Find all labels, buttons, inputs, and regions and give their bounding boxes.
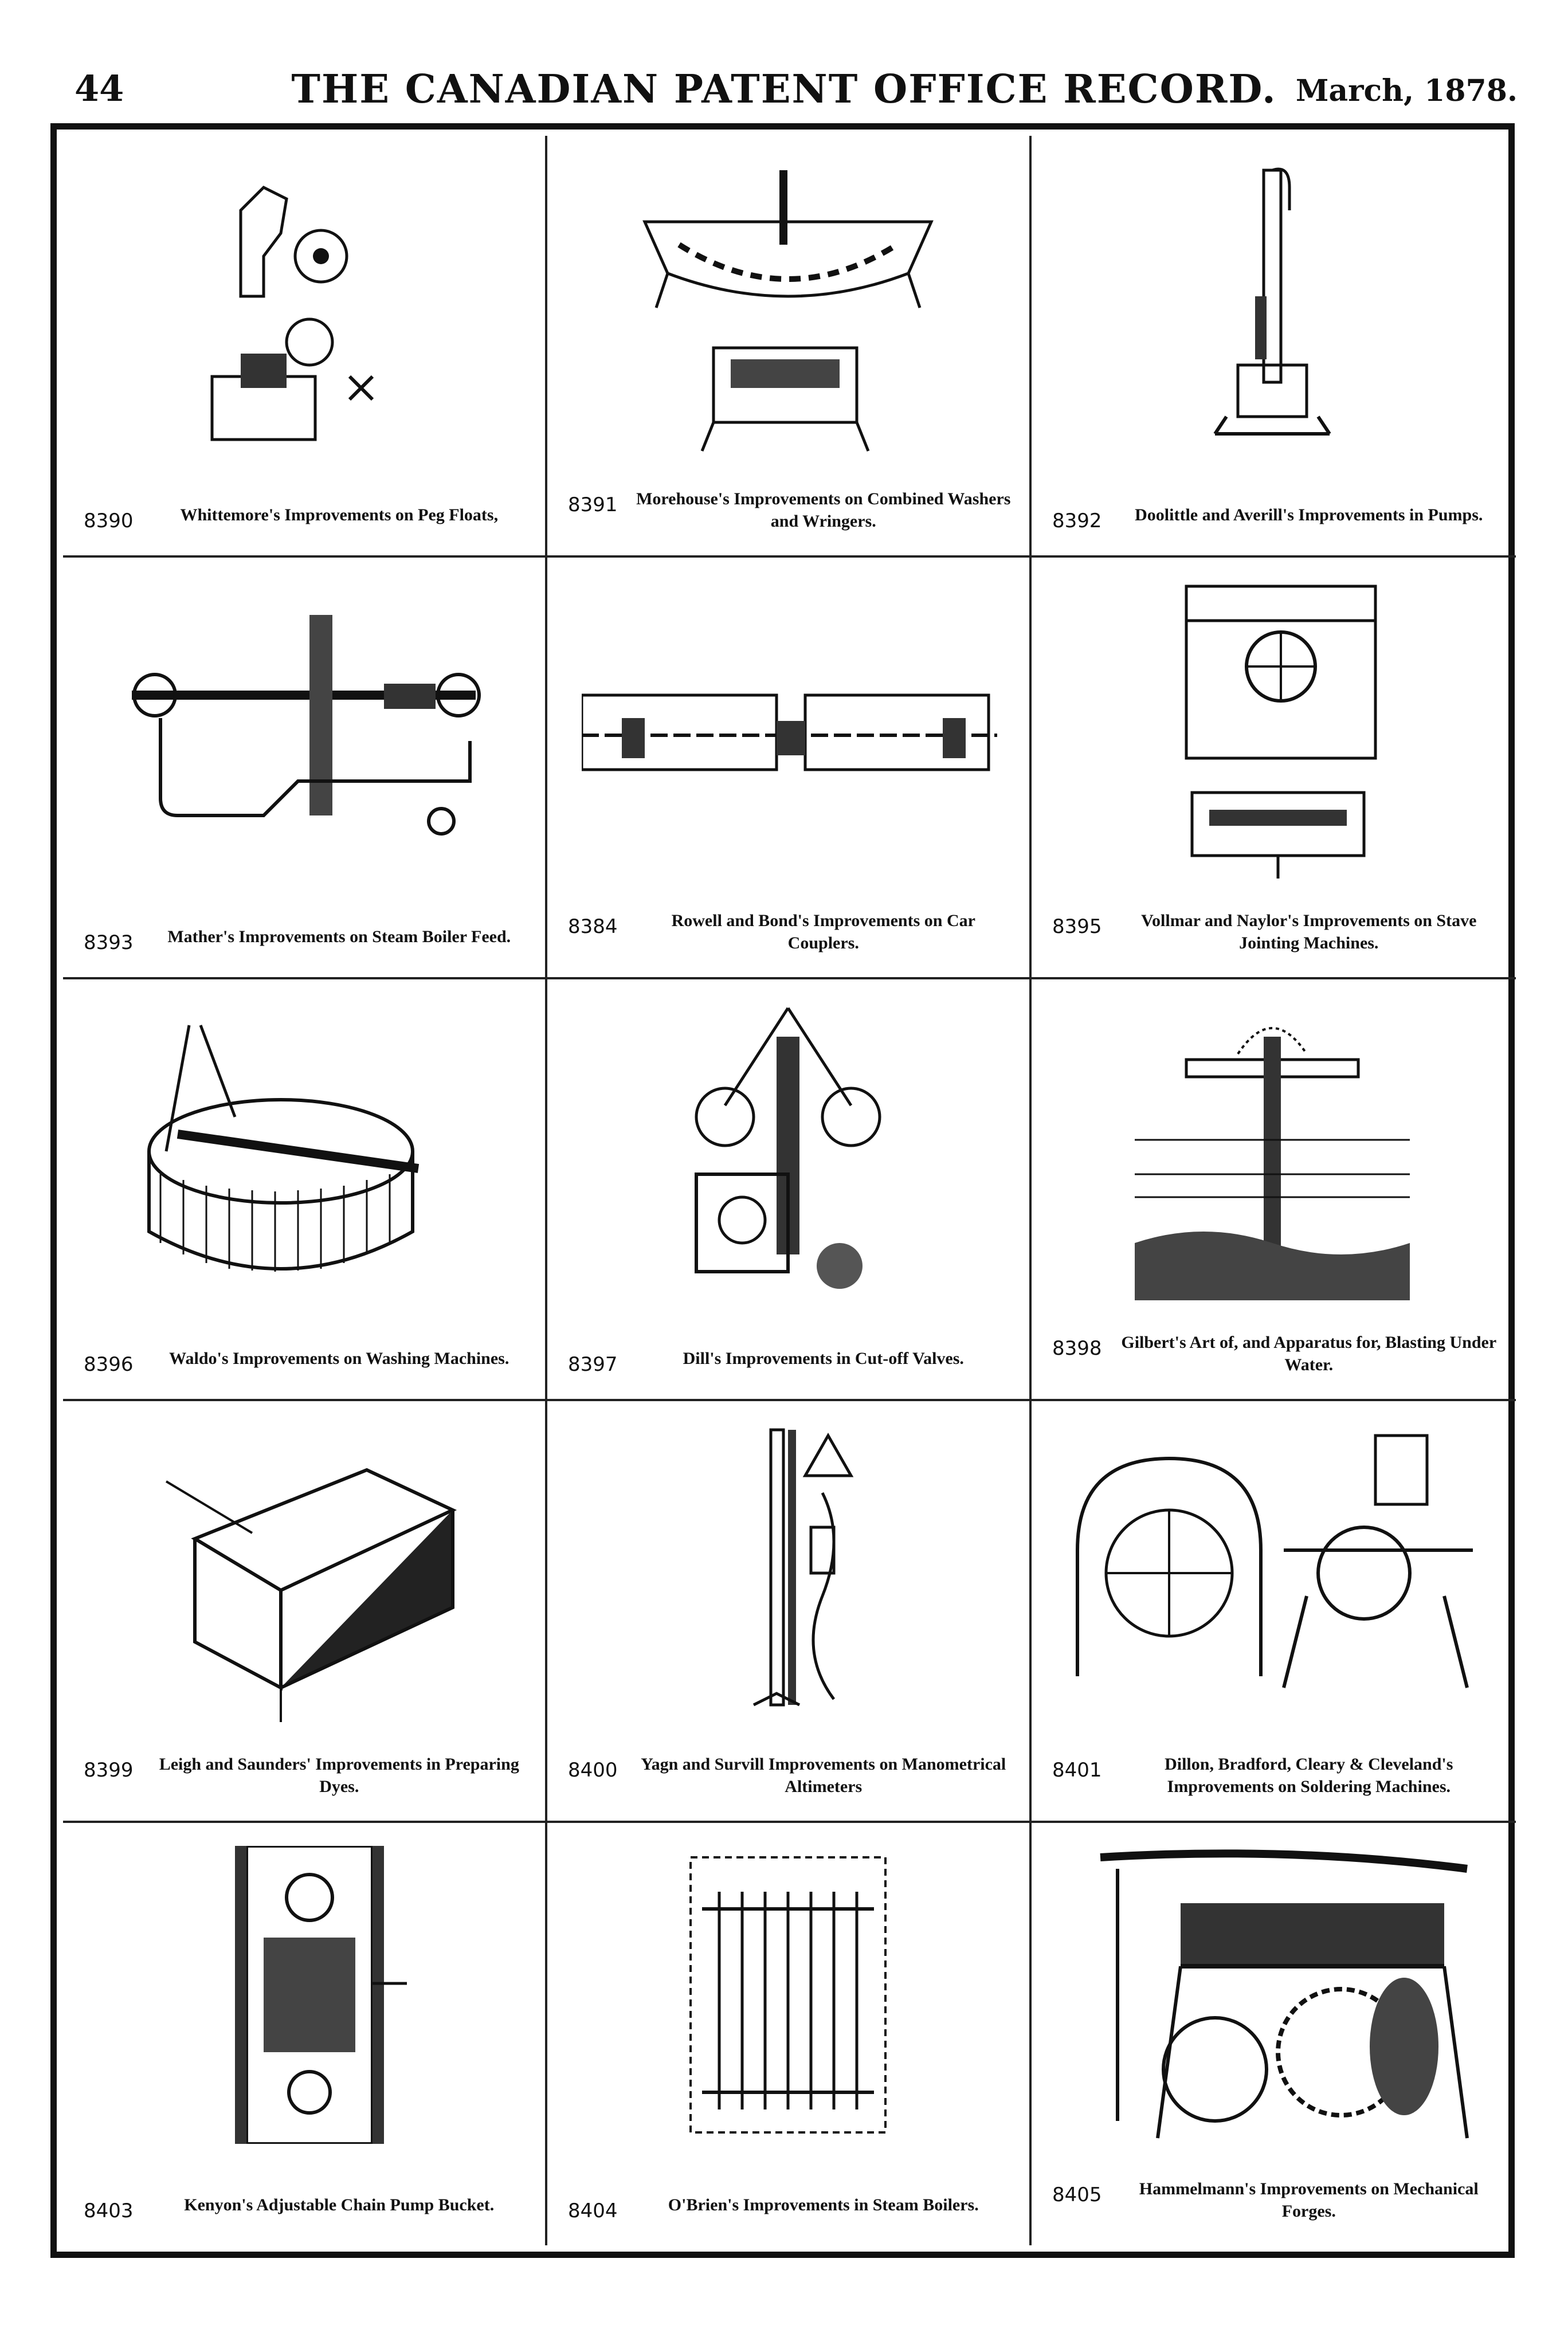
patent-number: 8401 [1052, 1759, 1102, 1782]
patent-title: Kenyon's Adjustable Chain Pump Bucket. [184, 2195, 495, 2214]
patent-title: Dillon, Bradford, Cleary & Cleveland's I… [1165, 1755, 1453, 1796]
patent-cell: 8393 Mather's Improvements on Steam Boil… [63, 558, 547, 979]
patent-drawing-chain-pump-bucket [97, 1846, 513, 2144]
patent-drawing-mechanical-forge [1066, 1846, 1481, 2144]
patent-title: Vollmar and Naylor's Improvements on Sta… [1141, 911, 1477, 952]
patent-title: Morehouse's Improvements on Combined Was… [636, 489, 1011, 531]
patent-number: 8391 [568, 493, 618, 516]
patent-drawing-cutoff-valve [582, 1002, 997, 1300]
patent-number: 8405 [1052, 2183, 1102, 2206]
patent-drawing-dye-block [97, 1424, 513, 1722]
patent-drawing-underwater-blasting [1066, 1002, 1481, 1300]
patent-cell: 8403 Kenyon's Adjustable Chain Pump Buck… [63, 1823, 547, 2245]
patent-title: Rowell and Bond's Improvements on Car Co… [671, 911, 975, 952]
patent-drawing-car-coupler [582, 581, 997, 879]
patent-cell: 8405 Hammelmann's Improvements on Mechan… [1032, 1823, 1516, 2245]
patent-title: Whittemore's Improvements on Peg Floats, [180, 505, 499, 524]
patent-title: Yagn and Survill Improvements on Manomet… [641, 1755, 1006, 1796]
patent-number: 8400 [568, 1759, 618, 1782]
patent-cell: 8398 Gilbert's Art of, and Apparatus for… [1032, 979, 1516, 1401]
patent-title: Dill's Improvements in Cut-off Valves. [683, 1349, 964, 1368]
patent-number: 8398 [1052, 1337, 1102, 1360]
patent-number: 8404 [568, 2199, 618, 2222]
patent-title: Mather's Improvements on Steam Boiler Fe… [167, 927, 511, 946]
patent-title: Hammelmann's Improvements on Mechanical … [1139, 2179, 1479, 2221]
patent-title: Gilbert's Art of, and Apparatus for, Bla… [1121, 1333, 1497, 1374]
patent-number: 8396 [84, 1353, 134, 1376]
patent-cell: 8404 O'Brien's Improvements in Steam Boi… [547, 1823, 1032, 2245]
patent-drawing-stave-jointing [1066, 581, 1481, 879]
patent-title: O'Brien's Improvements in Steam Boilers. [668, 2195, 979, 2214]
patent-drawing-soldering-machine [1066, 1424, 1481, 1722]
patent-title: Doolittle and Averill's Improvements in … [1135, 505, 1483, 524]
journal-title: THE CANADIAN PATENT OFFICE RECORD. [291, 66, 1277, 112]
patent-number: 8392 [1052, 509, 1102, 532]
patent-number: 8399 [84, 1759, 134, 1782]
patent-number: 8393 [84, 931, 134, 954]
patent-number: 8390 [84, 509, 134, 532]
patent-title: Waldo's Improvements on Washing Machines… [169, 1349, 509, 1368]
page-number: 44 [75, 68, 124, 109]
patent-number: 8395 [1052, 915, 1102, 938]
patent-number: 8403 [84, 2199, 134, 2222]
patent-drawing-pump [1066, 159, 1481, 457]
patent-drawing-washer-wringer [582, 159, 997, 457]
patent-number: 8384 [568, 915, 618, 938]
patent-grid: 8390 Whittemore's Improvements on Peg Fl… [63, 136, 1516, 2245]
patent-cell: 8397 Dill's Improvements in Cut-off Valv… [547, 979, 1032, 1401]
patent-cell: 8395 Vollmar and Naylor's Improvements o… [1032, 558, 1516, 979]
patent-drawing-altimeter [582, 1424, 997, 1722]
patent-cell: 8399 Leigh and Saunders' Improvements in… [63, 1401, 547, 1823]
patent-cell: 8391 Morehouse's Improvements on Combine… [547, 136, 1032, 558]
patent-drawing-peg-floats [97, 159, 513, 457]
patent-number: 8397 [568, 1353, 618, 1376]
patent-cell: 8392 Doolittle and Averill's Improvement… [1032, 136, 1516, 558]
page-header: 44 THE CANADIAN PATENT OFFICE RECORD. Ma… [0, 0, 1568, 115]
patent-drawing-washing-machine [97, 1002, 513, 1300]
patent-cell: 8390 Whittemore's Improvements on Peg Fl… [63, 136, 547, 558]
page-frame [50, 123, 1515, 2258]
patent-cell: 8400 Yagn and Survill Improvements on Ma… [547, 1401, 1032, 1823]
patent-cell: 8396 Waldo's Improvements on Washing Mac… [63, 979, 547, 1401]
patent-cell: 8384 Rowell and Bond's Improvements on C… [547, 558, 1032, 979]
patent-title: Leigh and Saunders' Improvements in Prep… [159, 1755, 519, 1796]
issue-date: March, 1878. [1295, 73, 1518, 108]
patent-cell: 8401 Dillon, Bradford, Cleary & Clevelan… [1032, 1401, 1516, 1823]
patent-drawing-boiler-feed [97, 581, 513, 879]
patent-drawing-steam-boiler [582, 1846, 997, 2144]
